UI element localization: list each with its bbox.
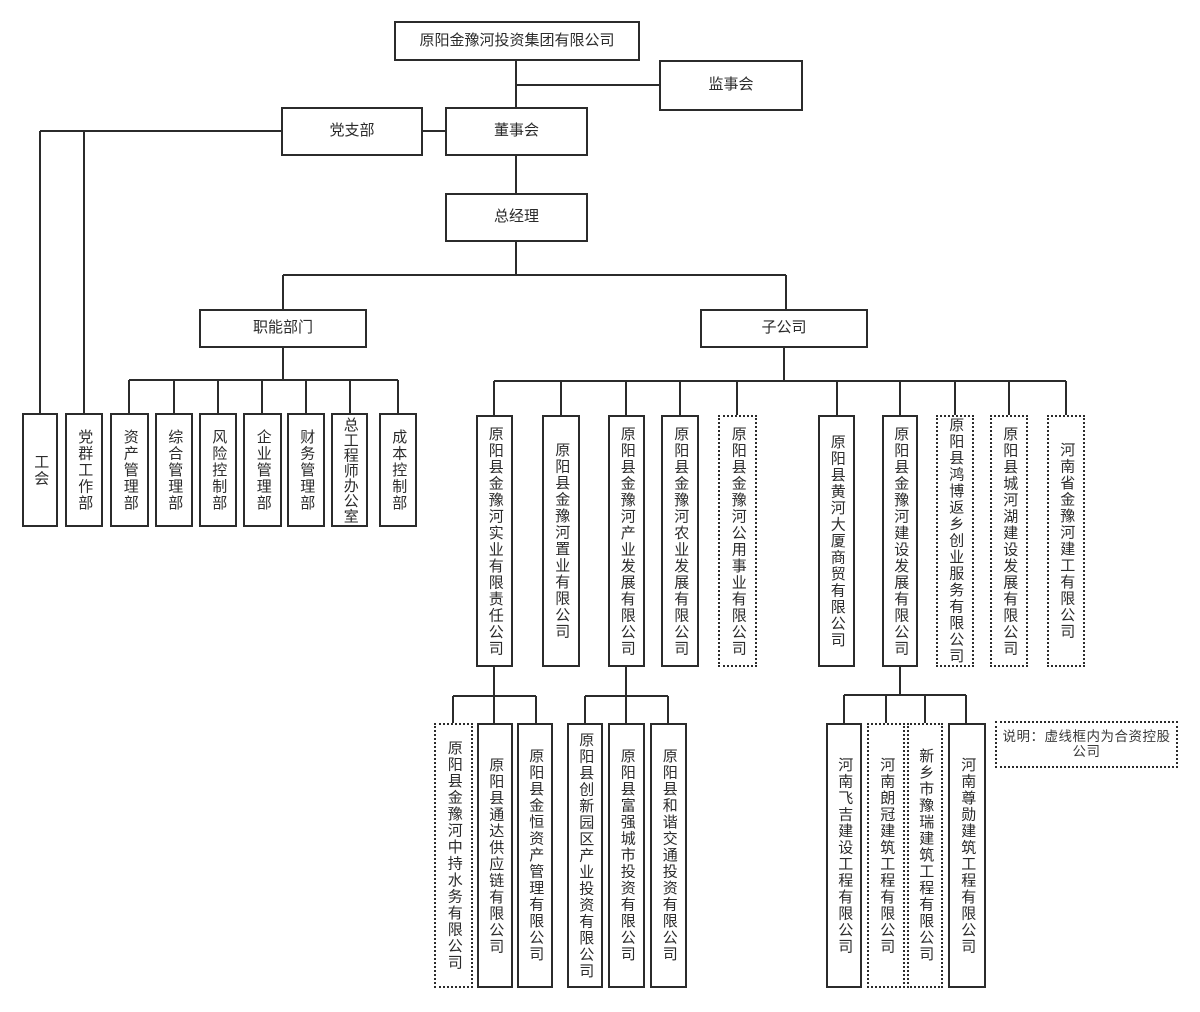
subsidiary-box-joint-venture: 原阳县城河湖建设发展有限公司 [990,415,1028,667]
general-manager-box: 总经理 [445,193,588,242]
sub-subsidiary-box-joint-venture: 新乡市豫瑞建筑工程有限公司 [907,723,943,988]
subsidiary-box: 原阳县金豫河农业发展有限公司 [661,415,699,667]
sub-subsidiary-box: 原阳县和谐交通投资有限公司 [650,723,687,988]
subsidiary-box-joint-venture: 原阳县金豫河公用事业有限公司 [718,415,757,667]
party-branch-box: 党支部 [281,107,423,156]
board-of-directors-box: 董事会 [445,107,588,156]
department-box: 综合管理部 [155,413,193,527]
party-unit-box: 党群工作部 [65,413,103,527]
subsidiary-box-joint-venture: 原阳县鸿博返乡创业服务有限公司 [936,415,974,667]
sub-subsidiary-box: 河南尊勋建筑工程有限公司 [948,723,986,988]
department-box: 企业管理部 [243,413,282,527]
subsidiary-box: 原阳县金豫河产业发展有限公司 [608,415,645,667]
functional-departments-box: 职能部门 [199,309,367,348]
sub-subsidiary-box: 原阳县富强城市投资有限公司 [608,723,645,988]
subsidiary-box: 原阳县金豫河置业有限公司 [542,415,580,667]
sub-subsidiary-box-joint-venture: 原阳县金豫河中持水务有限公司 [434,723,473,988]
subsidiary-box: 原阳县金豫河建设发展有限公司 [882,415,918,667]
department-box: 财务管理部 [287,413,325,527]
department-box: 总工程师办公室 [331,413,368,527]
sub-subsidiary-box: 河南飞吉建设工程有限公司 [826,723,862,988]
supervisory-board-box: 监事会 [659,60,803,111]
subsidiaries-group-box: 子公司 [700,309,868,348]
sub-subsidiary-box: 原阳县通达供应链有限公司 [477,723,513,988]
department-box: 资产管理部 [110,413,149,527]
sub-subsidiary-box: 原阳县金恒资产管理有限公司 [517,723,553,988]
department-box: 成本控制部 [379,413,417,527]
sub-subsidiary-box-joint-venture: 河南朗冠建筑工程有限公司 [867,723,905,988]
legend-box: 说明：虚线框内为合资控股公司 [995,721,1178,768]
subsidiary-box: 原阳县黄河大厦商贸有限公司 [818,415,855,667]
subsidiary-box: 原阳县金豫河实业有限责任公司 [476,415,513,667]
party-unit-box: 工会 [22,413,58,527]
subsidiary-box-joint-venture: 河南省金豫河建工有限公司 [1047,415,1085,667]
group-company-box: 原阳金豫河投资集团有限公司 [394,21,640,61]
sub-subsidiary-box: 原阳县创新园区产业投资有限公司 [567,723,603,988]
department-box: 风险控制部 [199,413,237,527]
